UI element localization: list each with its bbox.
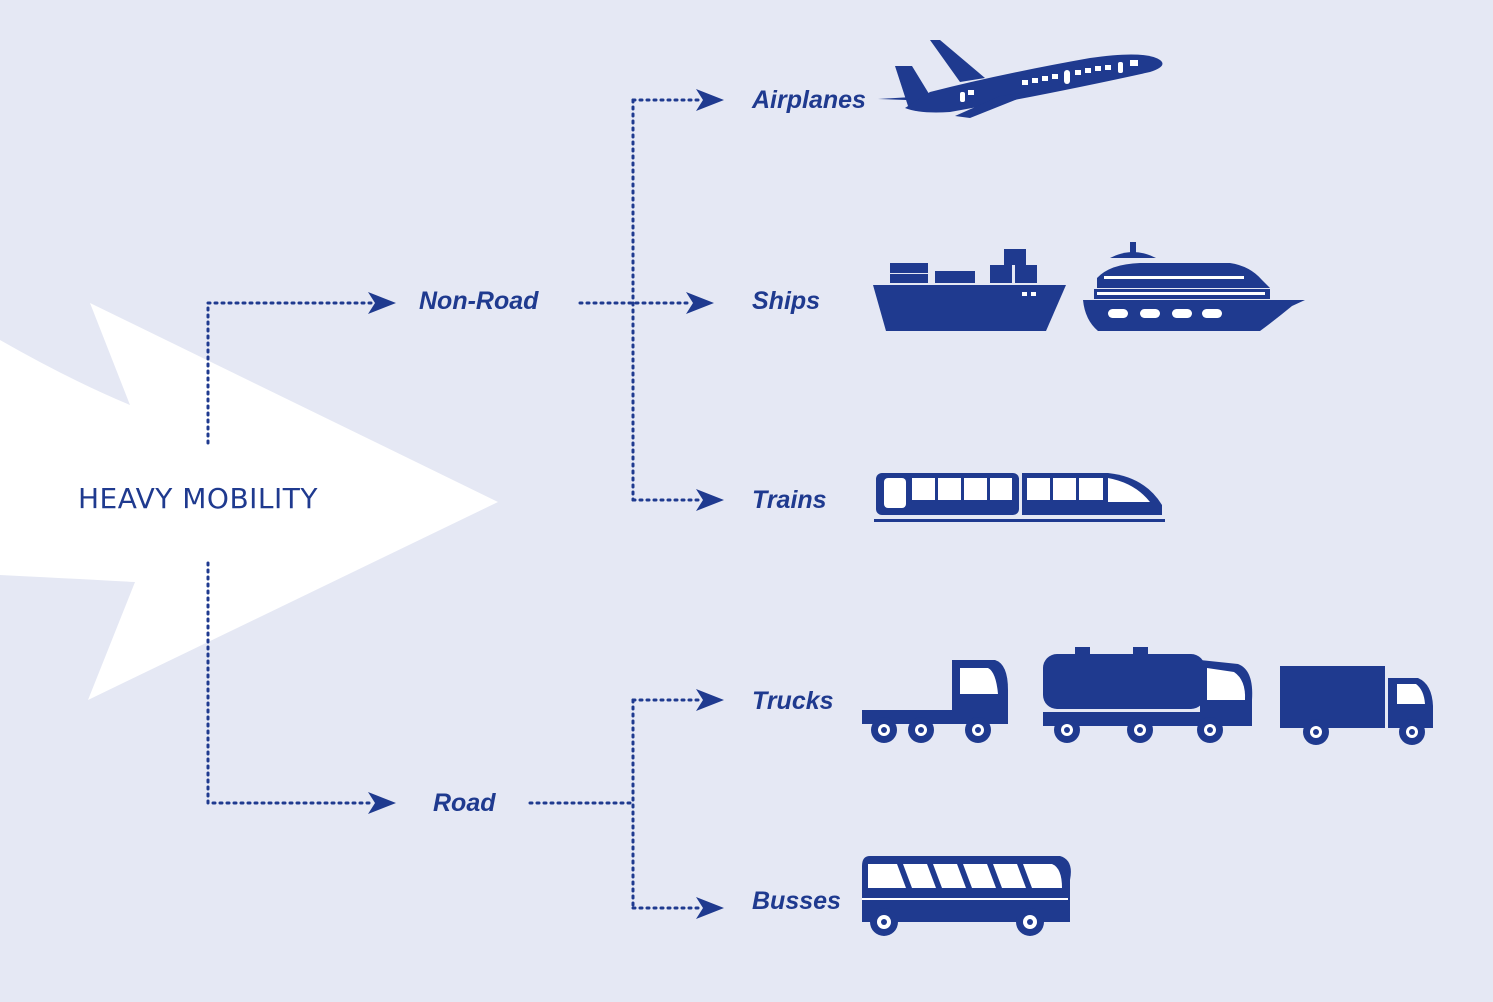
root-label-heavy-mobility: HEAVY MOBILITY	[78, 482, 318, 515]
connector-root-non-road	[206, 301, 374, 445]
train-icon	[874, 473, 1165, 522]
node-non-road: Non-Road	[419, 287, 539, 315]
background-arrow-shape	[0, 303, 498, 700]
node-trucks: Trucks	[752, 687, 834, 715]
node-road: Road	[433, 789, 496, 817]
bus-icon	[862, 856, 1071, 936]
arrowhead-trucks	[696, 689, 724, 711]
box-truck-icon	[1280, 666, 1433, 745]
tanker-truck-icon	[1043, 647, 1253, 743]
node-airplanes: Airplanes	[752, 86, 866, 114]
arrowhead-road	[368, 792, 396, 814]
arrowhead-airplanes	[696, 89, 724, 111]
node-busses: Busses	[752, 887, 841, 915]
tractor-truck-icon	[862, 660, 1008, 743]
arrowhead-non-road	[368, 292, 396, 314]
connector-root-road	[206, 561, 374, 805]
node-trains: Trains	[752, 486, 827, 514]
arrowhead-busses	[696, 897, 724, 919]
cargo-ship-icon	[873, 249, 1066, 331]
arrowhead-ships	[686, 292, 714, 314]
airplane-icon	[878, 40, 1163, 118]
arrowhead-trains	[696, 489, 724, 511]
cruise-ship-icon	[1083, 242, 1305, 331]
node-ships: Ships	[752, 287, 821, 315]
